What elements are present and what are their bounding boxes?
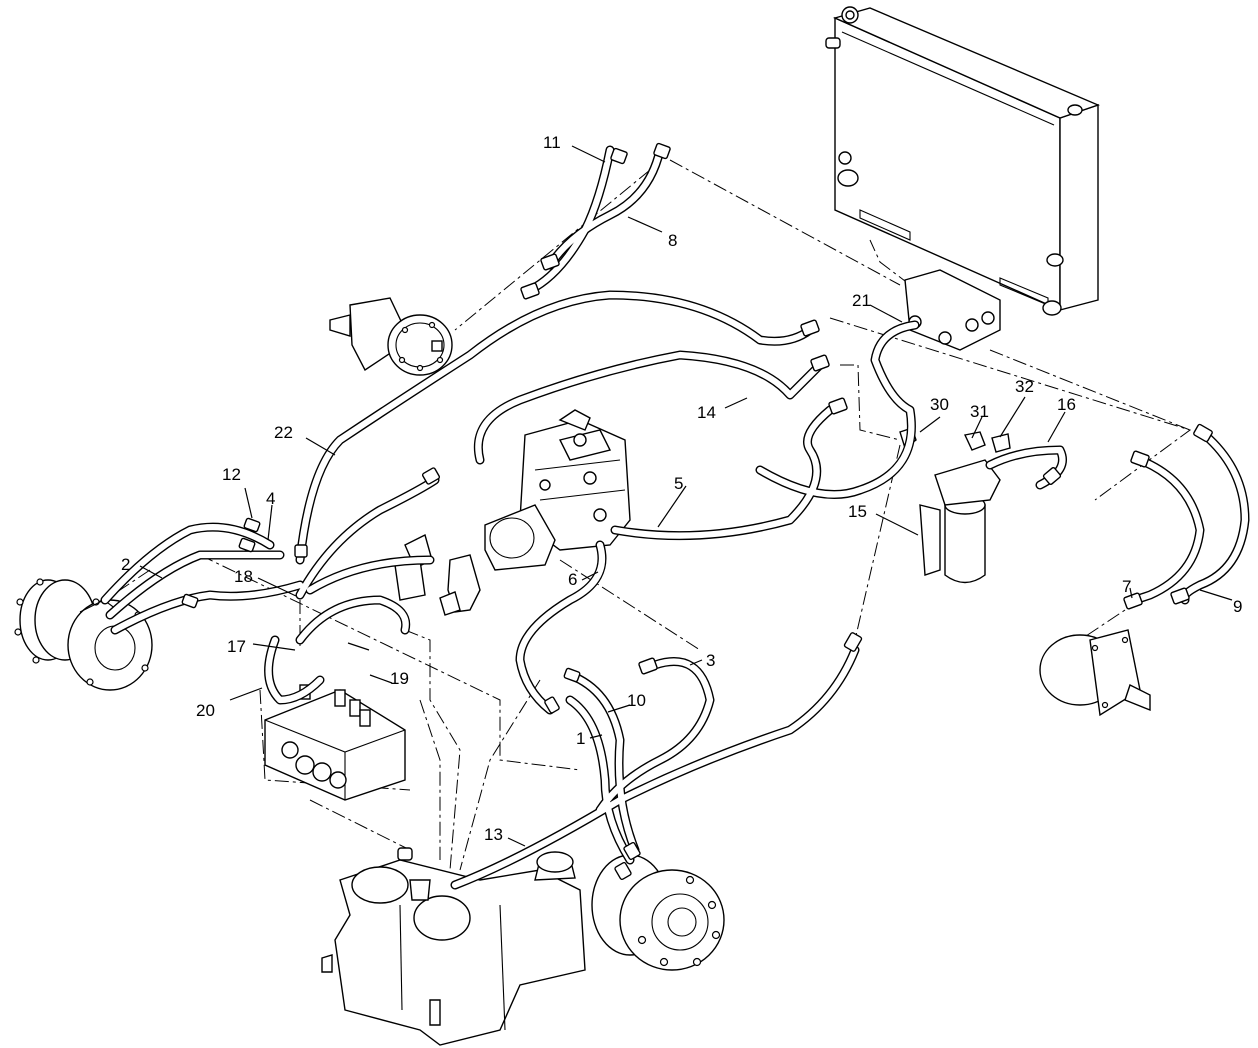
small-valves [394, 427, 1011, 616]
callout-2: 2 [121, 555, 130, 574]
callout-20: 20 [196, 701, 215, 720]
callout-11: 10 [627, 691, 646, 710]
rear-wheel-motor [591, 854, 725, 971]
callout-31: 31 [970, 402, 989, 421]
hydraulic-hoses [100, 145, 1250, 890]
callout-9: 9 [1233, 597, 1242, 616]
callout-8: 8 [668, 231, 677, 250]
right-wheel-motor [1039, 629, 1151, 717]
callout-6: 6 [568, 570, 577, 589]
callout-19: 19 [390, 669, 409, 688]
callout-30: 30 [930, 395, 949, 414]
callout-15: 15 [848, 502, 867, 521]
callout-labels: 11 8 22 12 4 2 18 17 20 19 5 6 14 21 30 … [121, 133, 1242, 844]
callout-4: 4 [266, 489, 275, 508]
callout-18: 18 [234, 567, 253, 586]
callout-3: 3 [706, 651, 715, 670]
callout-21: 21 [852, 291, 871, 310]
callout-5: 5 [674, 474, 683, 493]
hydrostatic-pump [484, 409, 631, 571]
valve-manifold [904, 269, 1001, 351]
callout-17: 17 [227, 637, 246, 656]
oil-cooler-radiator [825, 6, 1100, 316]
hose-fittings [181, 142, 1213, 881]
callout-14: 14 [697, 403, 716, 422]
callout-10: 11 [543, 133, 561, 152]
callout-22: 22 [274, 423, 293, 442]
upper-motor [329, 297, 453, 376]
callout-12: 12 [222, 465, 241, 484]
leader-lines [139, 145, 1233, 847]
oil-filter [919, 459, 1001, 584]
control-valve-block [264, 684, 406, 801]
callout-13: 13 [484, 825, 503, 844]
hydraulic-tank [321, 847, 586, 1046]
callout-7: 7 [1122, 577, 1131, 596]
callout-32: 32 [1015, 377, 1034, 396]
callout-1: 1 [576, 729, 585, 748]
callout-16: 16 [1057, 395, 1076, 414]
